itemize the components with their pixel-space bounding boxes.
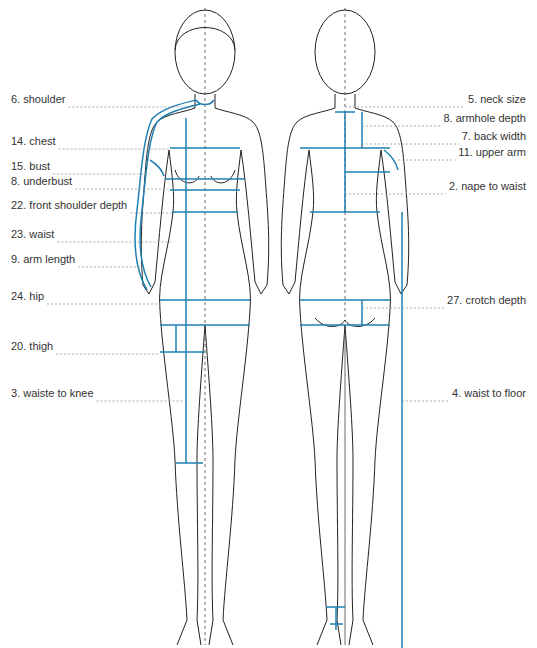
leader-line	[56, 354, 160, 355]
leader-line	[345, 194, 446, 195]
measurement-label: 27. crotch depth	[446, 294, 527, 307]
leader-line	[97, 401, 186, 402]
leader-line	[362, 144, 459, 145]
leader-line	[59, 149, 170, 150]
measurement-label: 8. underbust	[10, 175, 73, 188]
leader-line	[57, 242, 172, 243]
measurement-label: 22. front shoulder depth	[10, 199, 128, 212]
leader-line	[75, 189, 168, 190]
leader-line	[362, 126, 440, 127]
measurement-label: 9. arm length	[10, 253, 76, 266]
measurement-label: 5. neck size	[467, 93, 527, 106]
measurement-label: 14. chest	[10, 135, 57, 148]
measurement-label: 11. upper arm	[457, 146, 527, 159]
leader-line	[362, 308, 444, 309]
measurement-label: 24. hip	[10, 290, 45, 303]
measurement-label: 23. waist	[10, 228, 55, 241]
measurement-label: 3. waiste to knee	[10, 387, 95, 400]
leader-line	[130, 213, 172, 214]
measurement-label: 6. shoulder	[10, 93, 66, 106]
measurement-label: 20. thigh	[10, 340, 54, 353]
leader-line	[47, 304, 160, 305]
measurement-label: 15. bust	[10, 160, 51, 173]
leader-line	[78, 267, 140, 268]
leader-line	[345, 107, 465, 108]
leader-line	[68, 107, 193, 108]
measurement-label: 8. armhole depth	[442, 112, 527, 125]
leader-line	[398, 160, 455, 161]
measurement-label: 4. waist to floor	[451, 387, 527, 400]
leader-line	[402, 401, 449, 402]
measurement-label: 2. nape to waist	[448, 180, 527, 193]
measurement-label: 7. back width	[461, 130, 527, 143]
